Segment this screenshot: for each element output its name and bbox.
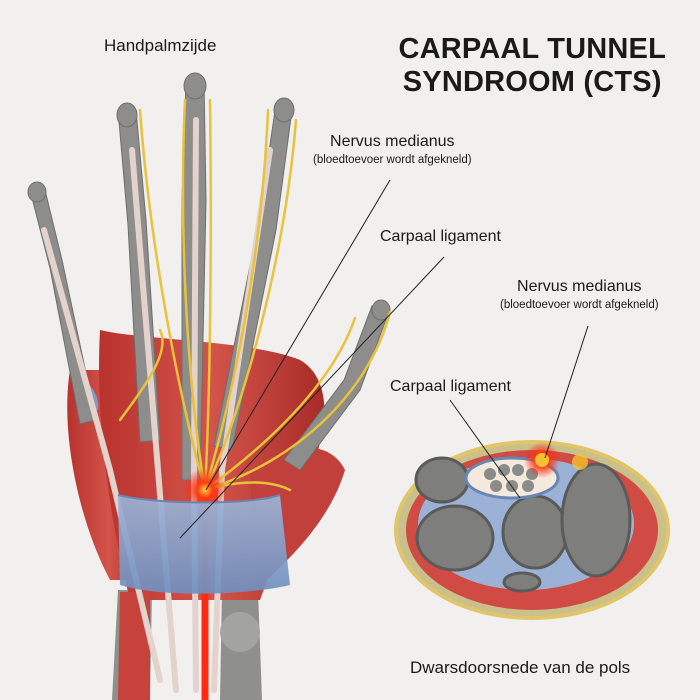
carpal-ligament-band <box>118 495 290 594</box>
median-nerve-label-top: Nervus medianus (bloedtoevoer wordt afge… <box>313 133 472 166</box>
median-nerve-label-section: Nervus medianus (bloedtoevoer wordt afge… <box>500 278 659 311</box>
diagram-title: CARPAAL TUNNEL SYNDROOM (CTS) <box>398 33 666 99</box>
leader-line-ligament-top <box>179 256 445 539</box>
carpal-ligament-label-top: Carpaal ligament <box>380 228 501 245</box>
title-line-1: CARPAAL TUNNEL <box>398 33 666 65</box>
title-line-2: SYNDROOM (CTS) <box>402 66 662 98</box>
carpal-bones <box>414 456 632 593</box>
median-nerve-name-section: Nervus medianus <box>517 278 642 295</box>
leader-line-nerve-section <box>544 325 589 459</box>
carpal-ligament-label-section: Carpaal ligament <box>390 378 511 395</box>
leader-line-ligament-section <box>449 399 521 499</box>
median-nerve-note-top: (bloedtoevoer wordt afgekneld) <box>313 154 472 166</box>
hand-view-label: Handpalmzijde <box>104 36 217 55</box>
inflamed-nerve-spot <box>183 468 227 512</box>
cross-section-caption: Dwarsdoorsnede van de pols <box>410 658 631 677</box>
median-nerve-name-top: Nervus medianus <box>330 133 455 150</box>
leader-line-nerve-top <box>205 179 391 491</box>
nerve-branches <box>118 98 392 700</box>
median-nerve-note-section: (bloedtoevoer wordt afgekneld) <box>500 299 659 311</box>
